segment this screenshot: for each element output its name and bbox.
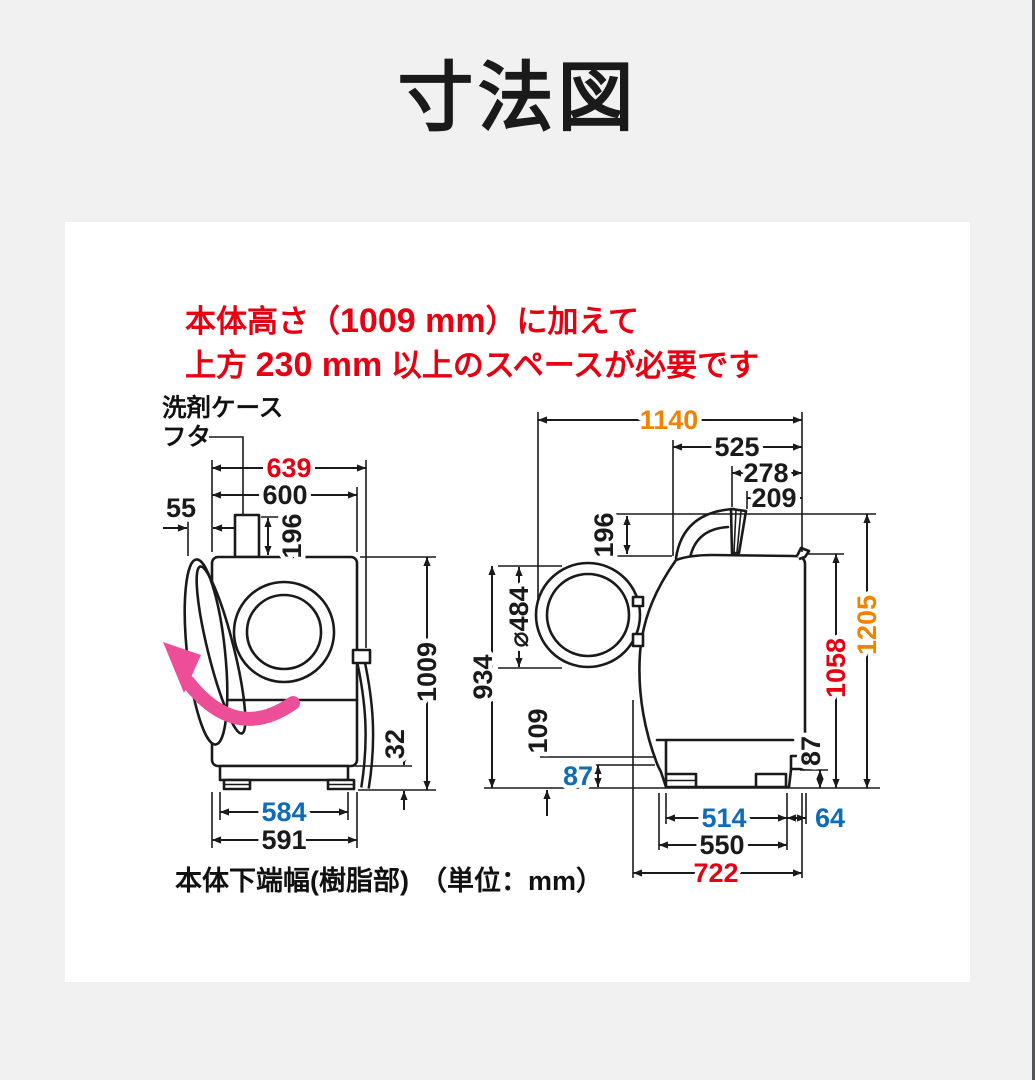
door-swing-arrow-icon bbox=[163, 642, 300, 726]
dim-front-base-height: 32 bbox=[380, 729, 410, 759]
side-dimensions: 1140 525 278 209 196 ⌀484 934 109 bbox=[464, 401, 887, 893]
dimension-panel: 本体高さ（1009 mm）に加えて 上方 230 mm 以上のスペースが必要です… bbox=[65, 222, 970, 982]
front-machine-body bbox=[163, 513, 375, 791]
lid-arc-inner bbox=[688, 525, 730, 560]
side-back-foot bbox=[754, 772, 788, 789]
dim-front-door-protrusion: 55 bbox=[166, 493, 196, 523]
door-hinge-bottom bbox=[631, 632, 645, 648]
clearance-notice: 本体高さ（1009 mm）に加えて 上方 230 mm 以上のスペースが必要です bbox=[185, 302, 759, 384]
dim-door-top-height: 934 bbox=[468, 654, 498, 699]
back-latch bbox=[795, 546, 811, 561]
dim-body-height-back: 1058 bbox=[821, 638, 851, 698]
side-back-step bbox=[789, 754, 808, 771]
dim-bottom-depth: 722 bbox=[693, 858, 738, 888]
dim-side-body-depth: 525 bbox=[714, 432, 759, 462]
front-dimensions: 639 600 55 196 1009 32 584 591 bbox=[161, 449, 446, 860]
dim-front-total-width: 639 bbox=[266, 453, 311, 483]
dim-front-body-width: 600 bbox=[262, 480, 307, 510]
lid-arc-outer bbox=[674, 507, 736, 560]
dim-foot-span: 514 bbox=[701, 803, 746, 833]
dim-front-bottom-width-inner: 584 bbox=[261, 797, 306, 827]
detergent-case-label: 洗剤ケース bbox=[162, 393, 283, 422]
dim-side-total-depth: 1140 bbox=[640, 405, 699, 435]
dim-side-lid-top-depth: 209 bbox=[751, 483, 796, 513]
front-drain-hose bbox=[351, 648, 375, 789]
lid-leader-line bbox=[209, 436, 244, 514]
dim-base-depth: 550 bbox=[699, 830, 744, 860]
unit-note: （単位：mm） bbox=[420, 865, 603, 896]
dim-front-bottom-width-outer: 591 bbox=[261, 825, 306, 855]
side-door-outer bbox=[534, 561, 642, 669]
dim-side-lid-height: 196 bbox=[589, 512, 619, 557]
dim-base-recess-front: 87 bbox=[563, 761, 593, 791]
dim-front-body-height: 1009 bbox=[412, 642, 442, 702]
front-caption: 本体下端幅(樹脂部) bbox=[175, 865, 409, 896]
dim-front-bottom-clearance: 109 bbox=[523, 708, 553, 753]
dim-base-recess-back: 87 bbox=[796, 736, 826, 766]
side-door-inner bbox=[545, 572, 631, 658]
door-hinge-top bbox=[631, 595, 645, 608]
lid-label: フタ bbox=[162, 423, 211, 451]
side-body bbox=[638, 553, 807, 789]
front-view: 洗剤ケース フタ bbox=[161, 393, 446, 896]
dim-back-overhang: 64 bbox=[815, 803, 845, 833]
dimension-drawing: 本体高さ（1009 mm）に加えて 上方 230 mm 以上のスペースが必要です… bbox=[161, 302, 887, 896]
front-door-ring-inner bbox=[245, 593, 323, 671]
notice-line2: 上方 230 mm 以上のスペースが必要です bbox=[185, 346, 759, 384]
detergent-case bbox=[233, 513, 261, 559]
notice-line1: 本体高さ（1009 mm）に加えて bbox=[185, 302, 639, 340]
front-door-ring-outer bbox=[232, 580, 336, 684]
dim-door-diameter: ⌀484 bbox=[504, 586, 534, 647]
dim-front-case-height: 196 bbox=[277, 513, 307, 558]
page-title: 寸法図 bbox=[397, 56, 638, 141]
front-base bbox=[218, 764, 350, 782]
dim-total-height-lid-open: 1205 bbox=[852, 595, 882, 655]
side-machine-body bbox=[534, 507, 811, 789]
image-right-border bbox=[1032, 0, 1035, 1080]
dim-side-lid-depth: 278 bbox=[743, 458, 788, 488]
side-view: 1140 525 278 209 196 ⌀484 934 109 bbox=[464, 401, 887, 893]
